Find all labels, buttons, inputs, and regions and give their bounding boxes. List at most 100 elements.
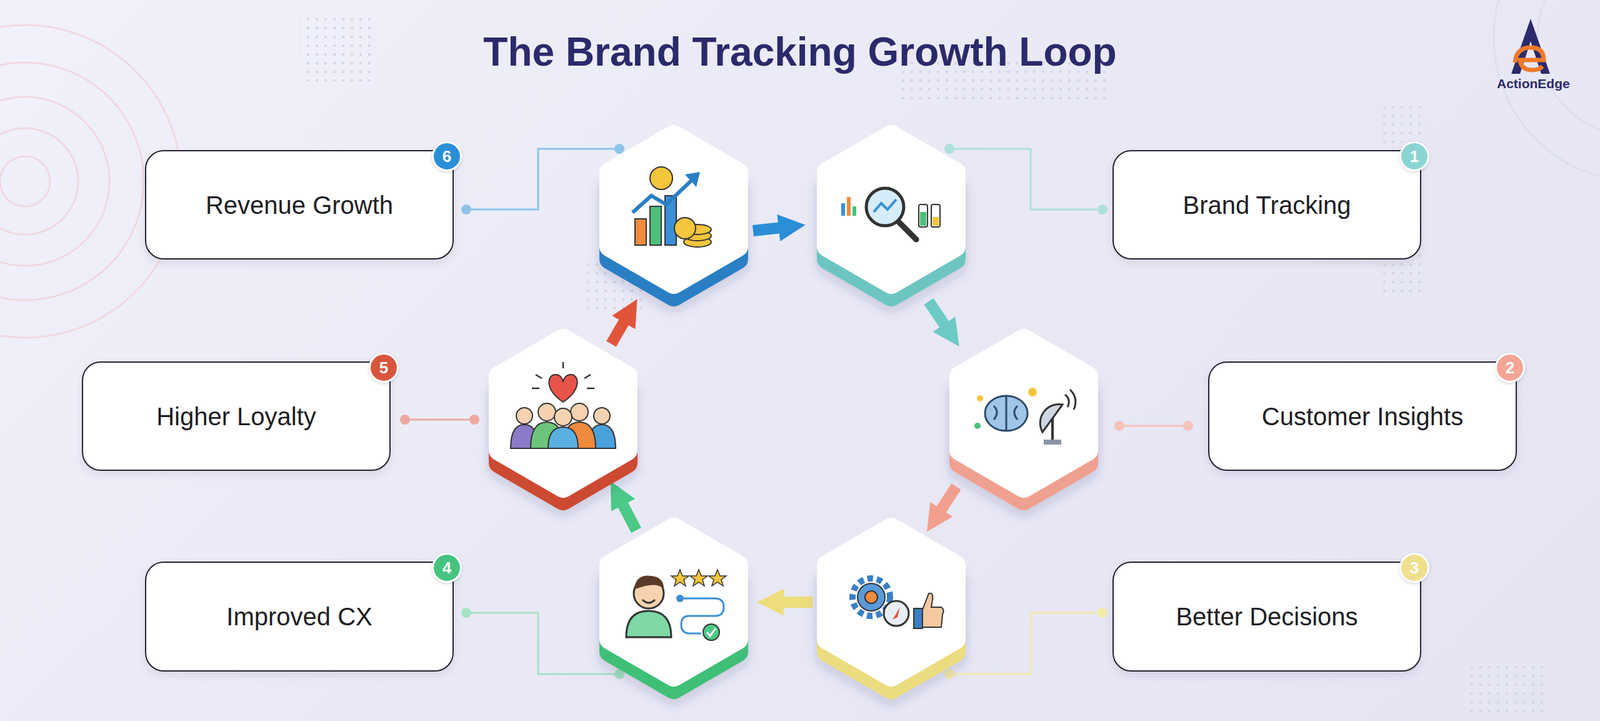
hexagon-icon — [548, 426, 579, 449]
hexagon-icon — [976, 395, 984, 402]
hexagon-icon — [531, 361, 595, 389]
hexagon-icon — [610, 528, 738, 676]
callout-number: 2 — [1495, 352, 1525, 383]
leader-line — [1097, 607, 1108, 618]
hexagon-icon — [642, 599, 655, 603]
hexagon-icon — [554, 408, 572, 426]
leader-line — [405, 418, 475, 421]
step-box: Higher Loyalty — [81, 361, 391, 471]
leader-line — [944, 143, 955, 154]
dot-grid — [1468, 662, 1544, 713]
diagram-title: The Brand Tracking Growth Loop — [0, 28, 1600, 75]
hexagon-icon — [633, 575, 664, 590]
callout-number: 4 — [431, 552, 462, 583]
hexagon-icon — [499, 339, 627, 500]
callout-number: 1 — [1399, 141, 1430, 172]
hexagon-icon — [593, 407, 610, 424]
hexagon-icon — [896, 219, 917, 240]
step-box: Brand Tracking — [1112, 150, 1422, 260]
callout-number: 3 — [1399, 552, 1430, 583]
loop-arrow — [781, 596, 813, 608]
leader-line — [461, 607, 472, 618]
background-decoration — [0, 128, 79, 235]
background-decoration — [0, 0, 1600, 338]
hexagon-icon — [846, 196, 851, 216]
hexagon-icon — [650, 166, 673, 190]
hexagon-icon — [827, 135, 955, 296]
loop-arrow — [940, 486, 957, 512]
hexagon-icon — [610, 135, 738, 284]
dot-grid — [300, 12, 375, 82]
hexagon-icon — [866, 188, 904, 226]
background-decoration — [1493, 0, 1600, 182]
step-label: Customer Insights — [1261, 401, 1464, 432]
leader-line — [466, 612, 620, 674]
hexagon-icon — [920, 211, 927, 226]
step-label: Improved CX — [226, 601, 372, 632]
leader-line — [400, 414, 410, 425]
loop-arrow — [611, 320, 625, 344]
step-box: Revenue Growth — [145, 150, 454, 260]
hexagon-icon — [913, 608, 923, 629]
hexagon-icon — [548, 374, 577, 402]
hexagon-icon — [1065, 389, 1076, 410]
hexagon-icon — [516, 407, 533, 424]
callout-number: 5 — [368, 352, 399, 383]
hexagon-icon — [827, 135, 955, 284]
hexagon-icon — [570, 403, 589, 421]
background-decoration — [0, 96, 110, 266]
hexagon-icon — [857, 583, 885, 611]
leader-line — [1119, 425, 1189, 427]
hexagon-icon — [852, 206, 857, 216]
logo-text: ActionEdge — [1496, 76, 1570, 92]
hexagon-icon — [841, 203, 845, 216]
hexagon-icon — [535, 374, 542, 379]
hexagon-icon — [827, 528, 955, 676]
leader-line — [949, 148, 1103, 210]
hexagon-icon — [650, 206, 662, 245]
hexagon-icon — [993, 395, 1018, 431]
leader-line — [944, 668, 955, 679]
hexagon-icon — [960, 339, 1088, 487]
hexagon-icon — [626, 610, 672, 637]
hexagon-icon — [531, 387, 540, 390]
hexagon-icon — [610, 135, 738, 296]
hexagon-icon — [671, 569, 689, 586]
leader-line — [400, 143, 1194, 679]
hexagon-icon — [690, 569, 708, 586]
hexagon-icon — [706, 628, 716, 636]
hexagon-icon — [985, 395, 1028, 431]
background-decoration — [0, 156, 50, 207]
logo-mark — [1515, 47, 1544, 70]
hexagon-icon — [1051, 418, 1054, 441]
hexagon-icon — [931, 204, 940, 227]
hexagon-icon — [703, 623, 720, 640]
hexagon-icon — [635, 218, 647, 245]
hexagon-icon — [960, 339, 1088, 500]
hexagon-icon — [883, 600, 909, 626]
hexagon-icon — [932, 216, 939, 226]
leader-line — [1114, 420, 1125, 431]
hexagon-icon — [827, 528, 955, 689]
step-label: Revenue Growth — [205, 190, 394, 220]
loop-arrow — [621, 502, 637, 530]
hexagon-icon — [676, 594, 684, 602]
hexagon-icon — [865, 590, 878, 604]
loop-arrow — [928, 301, 946, 327]
hexagon-icon — [562, 361, 565, 369]
hexagon-icon — [708, 569, 727, 586]
hexagon-icon — [685, 171, 700, 187]
hexagon-icon — [974, 422, 981, 429]
step-box: Better Decisions — [1112, 561, 1422, 672]
hexagon-icon — [892, 606, 900, 620]
hexagon-icon — [586, 387, 595, 390]
hexagon-icon — [538, 403, 556, 421]
logo-mark — [1511, 18, 1550, 74]
hexagon-icon — [584, 374, 591, 379]
step-box: Improved CX — [145, 561, 454, 672]
leader-line — [1183, 420, 1194, 431]
hexagon-icon — [922, 593, 944, 627]
dot-grid — [300, 12, 1544, 713]
hexagon-icon — [1043, 439, 1062, 445]
leader-line — [949, 612, 1103, 674]
